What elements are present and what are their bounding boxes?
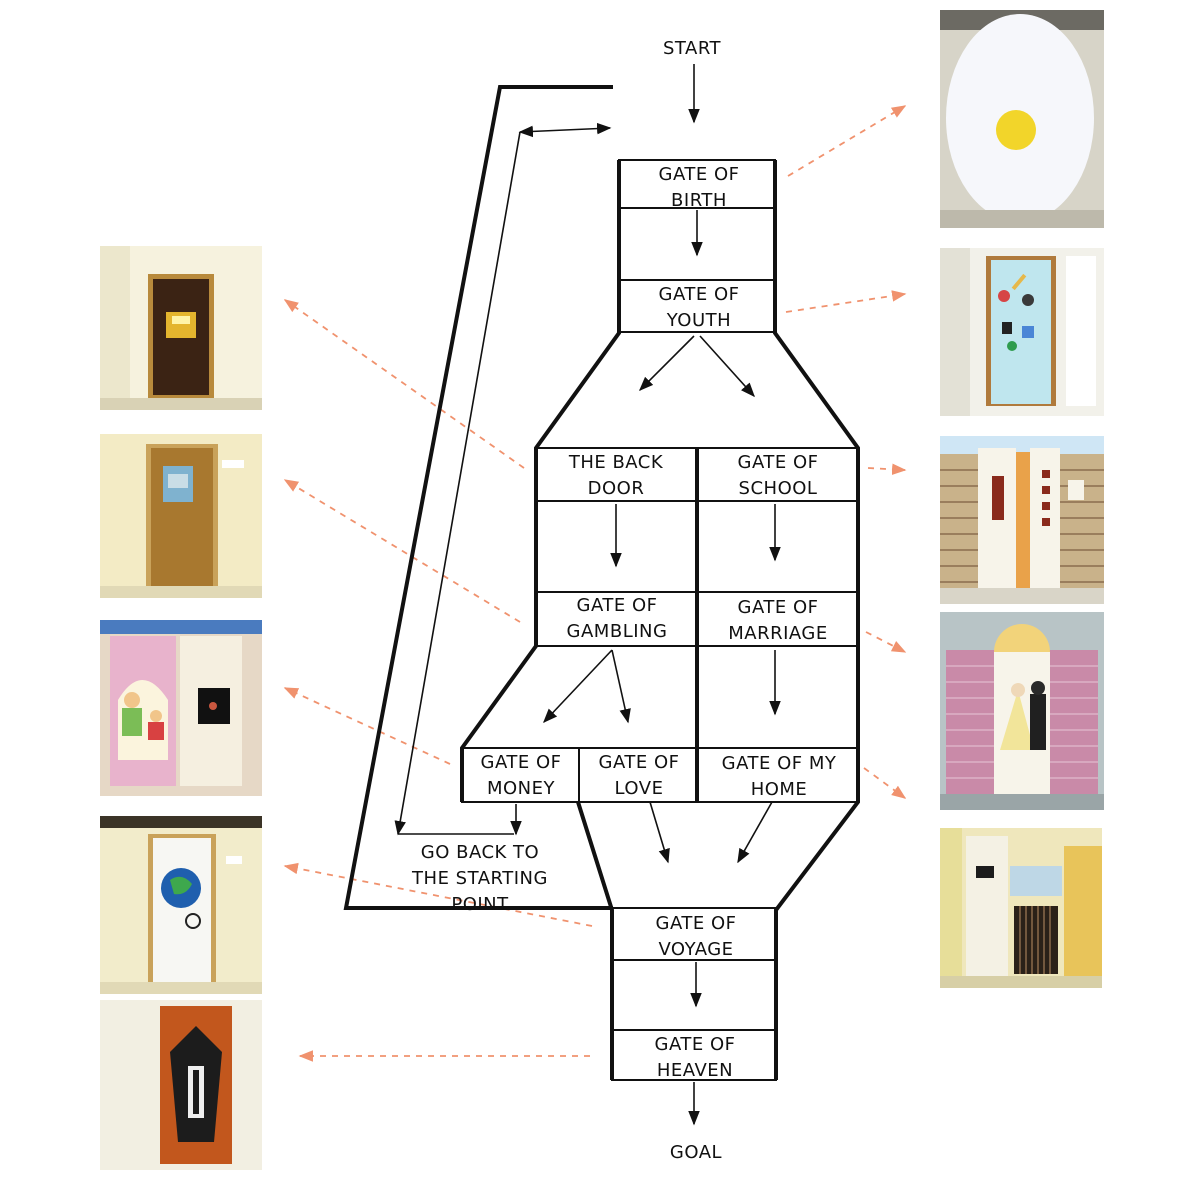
flow-arrows: [394, 64, 781, 1126]
photo-gambling: [100, 434, 262, 598]
gate-my-home-line1: GATE OF MY: [722, 753, 837, 774]
gate-money-line2: MONEY: [487, 778, 556, 799]
photo-back-door: [100, 246, 262, 410]
gate-my-home-line2: HOME: [751, 779, 808, 800]
go-back-label-line2: THE STARTING: [411, 868, 548, 889]
gate-love-line2: LOVE: [615, 778, 664, 799]
gate-youth-line2: YOUTH: [666, 310, 731, 331]
gate-money-line1: GATE OF: [481, 752, 562, 773]
gate-heaven-line2: HEAVEN: [657, 1060, 733, 1081]
gate-school-line1: GATE OF: [738, 452, 819, 473]
sky-door-with-toys-icon: [991, 260, 1051, 404]
photo-birth: [940, 10, 1104, 228]
gate-birth-line1: GATE OF: [659, 164, 740, 185]
gate-voyage-line2: VOYAGE: [658, 939, 733, 960]
flow-labels: START GOAL GO BACK TO THE STARTING POINT: [411, 38, 722, 1163]
maze-walls: [343, 85, 860, 1080]
gate-gambling-line1: GATE OF: [577, 595, 658, 616]
gate-back-door-line1: THE BACK: [568, 452, 664, 473]
gate-school-line2: SCHOOL: [739, 478, 818, 499]
gate-love-line1: GATE OF: [599, 752, 680, 773]
gate-marriage-line2: MARRIAGE: [728, 623, 827, 644]
gate-labels: GATE OF BIRTH GATE OF YOUTH THE BACK DOO…: [481, 164, 837, 1081]
gate-birth-line2: BIRTH: [671, 190, 727, 211]
gate-back-door-line2: DOOR: [588, 478, 645, 499]
dashed-connectors: [283, 105, 907, 1062]
gate-heaven-line1: GATE OF: [655, 1034, 736, 1055]
photo-school: [940, 436, 1104, 604]
brown-door-with-sign-icon: [166, 312, 196, 338]
photo-heaven: [100, 1000, 262, 1170]
gate-youth-line1: GATE OF: [659, 284, 740, 305]
gate-boxes: [461, 159, 859, 1081]
gate-voyage-line1: GATE OF: [656, 913, 737, 934]
go-back-label-line1: GO BACK TO: [421, 842, 539, 863]
gate-gambling-line2: GAMBLING: [567, 621, 668, 642]
photo-voyage: [100, 816, 262, 994]
start-label: START: [663, 38, 722, 59]
gate-marriage-line1: GATE OF: [738, 597, 819, 618]
photo-youth: [940, 248, 1104, 416]
photo-my-home: [940, 828, 1102, 988]
photo-money: [100, 620, 262, 796]
goal-label: GOAL: [670, 1142, 722, 1163]
go-back-label-line3: POINT: [451, 894, 509, 915]
photo-marriage: [940, 612, 1104, 810]
